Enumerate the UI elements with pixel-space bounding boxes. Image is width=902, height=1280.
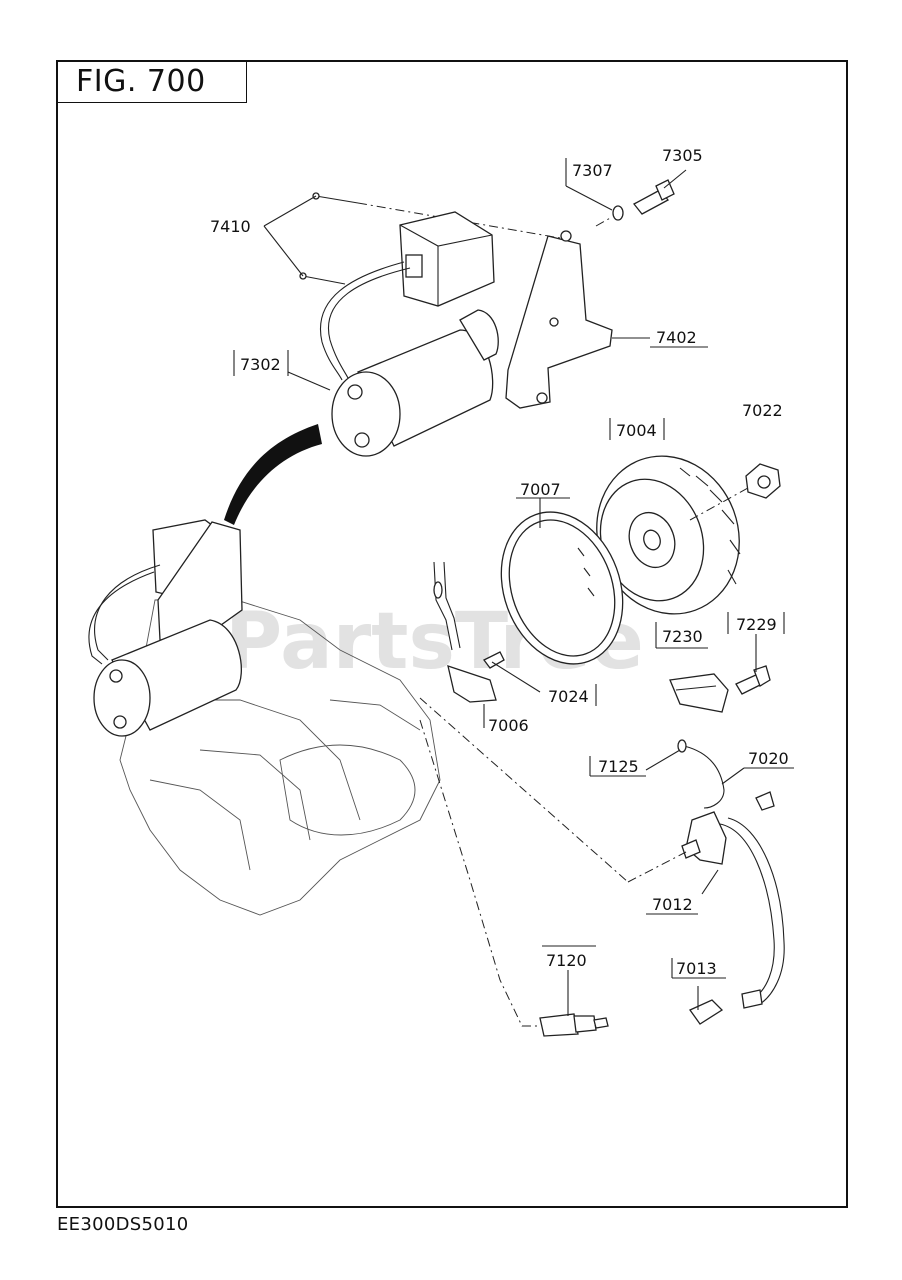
- sensor-7006-drawing: [433, 561, 505, 703]
- flywheel-drawing: [596, 455, 781, 615]
- part-label-7012: 7012: [652, 895, 693, 914]
- part-label-7402: 7402: [656, 328, 697, 347]
- starter-motor-drawing: [224, 192, 613, 525]
- document-code: EE300DS5010: [57, 1214, 189, 1235]
- figure-title: FIG. 700: [56, 60, 247, 103]
- spark-plug-drawing: [419, 719, 609, 1037]
- bolt-7305-drawing: [595, 179, 675, 227]
- leader-lines: [233, 158, 794, 1016]
- part-label-7022: 7022: [742, 401, 783, 420]
- screw-7229-drawing: [735, 665, 771, 695]
- figure-frame: [56, 60, 848, 1208]
- part-label-7410: 7410: [210, 217, 251, 236]
- part-label-7229: 7229: [736, 615, 777, 634]
- part-labels: 7410 7307 7305 7402 7302 7022 7004 7007 …: [210, 146, 789, 978]
- part-label-7307: 7307: [572, 161, 613, 180]
- part-label-7302: 7302: [240, 355, 281, 374]
- part-label-7020: 7020: [748, 749, 789, 768]
- part-label-7125: 7125: [598, 757, 639, 776]
- part-label-7004: 7004: [616, 421, 657, 440]
- part-label-7006: 7006: [488, 716, 529, 735]
- part-label-7024: 7024: [548, 687, 589, 706]
- ignition-coil-drawing: [419, 697, 785, 1025]
- part-label-7013: 7013: [676, 959, 717, 978]
- part-label-7230: 7230: [662, 627, 703, 646]
- engine-drawing: [88, 519, 441, 916]
- part-label-7120: 7120: [546, 951, 587, 970]
- key-7230-drawing: [669, 673, 729, 713]
- ring-gear-drawing: [500, 511, 624, 665]
- part-label-7305: 7305: [662, 146, 703, 165]
- part-label-7007: 7007: [520, 480, 561, 499]
